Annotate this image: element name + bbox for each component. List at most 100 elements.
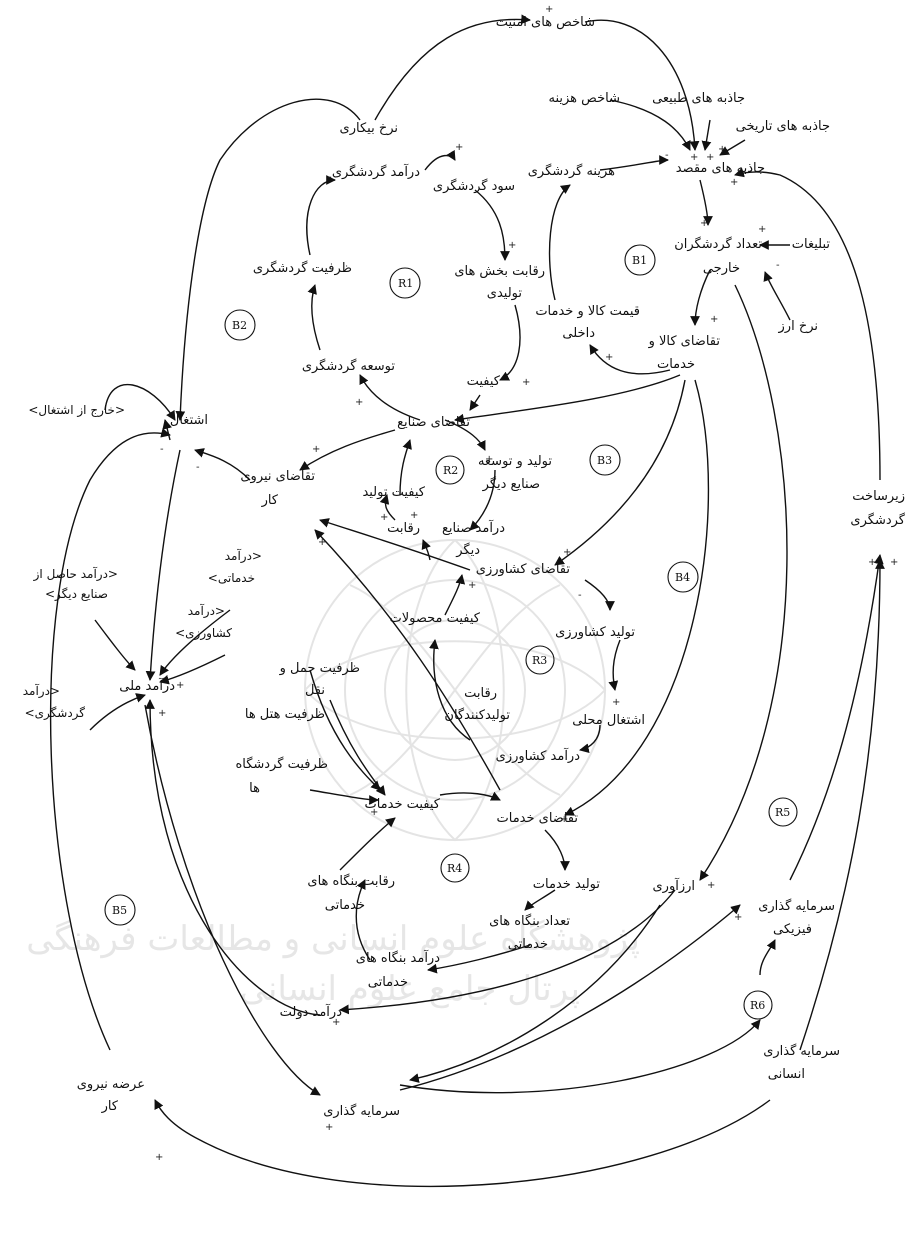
loop-r4: R4 [440, 853, 470, 883]
node-other-income-ref-line2: صنایع دیگر> [45, 587, 108, 602]
node-service-firm-competition: رقابت بنگاه های [307, 873, 395, 889]
svg-text:R6: R6 [750, 999, 765, 1012]
sign-plus: + [612, 697, 620, 708]
node-cost-index: شاخص هزینه [549, 91, 621, 106]
node-tourism-income: درآمد گردشگری [332, 163, 420, 180]
node-industry-income: درآمد صنایع [442, 519, 505, 536]
node-tourist-site-capacity: ظرفیت گردشگاه [235, 756, 328, 772]
node-advertising: تبلیغات [792, 237, 831, 252]
loop-b1: B1 [624, 244, 656, 276]
node-foreign-tourists: تعداد گردشگران [674, 236, 762, 252]
node-other-income-ref: <درآمد حاصل از [33, 566, 118, 582]
svg-text:R5: R5 [775, 806, 790, 819]
node-industry-income-line2: دیگر [455, 542, 480, 558]
sign-plus: + [485, 454, 493, 465]
node-product-quality: کیفیت محصولات [389, 611, 480, 626]
node-service-firm-income: درآمد بنگاه های [356, 949, 440, 966]
node-service-firm-income-line2: خدماتی [368, 975, 408, 990]
sign-plus: + [410, 510, 418, 521]
svg-text:R4: R4 [447, 862, 462, 875]
svg-text:B5: B5 [112, 904, 127, 917]
node-tourism-cost: هزینه گردشگری [528, 163, 615, 179]
watermark-emblem [304, 539, 607, 842]
loop-r1: R1 [389, 267, 421, 299]
loop-r2: R2 [435, 455, 465, 485]
sign-plus: + [155, 1152, 163, 1163]
node-tourism-development: توسعه گردشگری [302, 358, 396, 374]
causal-links [49, 14, 885, 1188]
polarity-signs: + + + + - + - + + + + - + + + - + - - + … [155, 4, 898, 1163]
node-agri-demand: تقاضای کشاورزی [476, 562, 571, 577]
node-labor-supply: عرضه نیروی [77, 1077, 145, 1092]
sign-plus: + [158, 708, 166, 719]
sign-minus: - [328, 172, 332, 183]
sign-plus: + [176, 680, 184, 691]
node-transport-capacity: ظرفیت حمل و [279, 661, 360, 676]
loop-b2: B2 [224, 309, 256, 341]
node-producer-competition-line2: تولیدکنندگان [444, 707, 510, 723]
node-infrastructure: زیرساخت [852, 489, 905, 504]
node-agri-income-ref: <درآمد [188, 603, 225, 619]
node-national-income: درآمد ملی [119, 677, 175, 694]
node-production-quality: کیفیت تولید [362, 485, 425, 500]
sign-minus: - [196, 462, 200, 473]
node-tourism-income-ref-line2: گردشگری> [25, 706, 86, 721]
node-local-employment: اشتغال محلی [572, 713, 645, 728]
svg-text:R1: R1 [398, 277, 413, 290]
node-unemployment-rate: نرخ بیکاری [340, 121, 398, 136]
sign-plus: + [690, 152, 698, 163]
loop-markers: R1 R2 R3 R4 R5 R6 B1 B2 B3 B4 B5 [104, 244, 798, 1020]
sign-plus: + [318, 537, 326, 548]
node-domestic-price-line2: داخلی [562, 326, 595, 341]
node-human-investment: سرمایه گذاری [763, 1043, 840, 1059]
node-service-firm-count: تعداد بنگاه های [489, 913, 570, 929]
node-production-competition-line2: تولیدی [487, 286, 523, 301]
node-natural-features: جاذبه های طبیعی [652, 91, 745, 106]
node-tourism-profit: سود گردشگری [433, 178, 515, 194]
loop-b3: B3 [589, 444, 621, 476]
watermark-line-2: پرتال جامع علوم انسانی [240, 969, 580, 1009]
node-tourist-site-capacity-line2: ها [249, 781, 260, 796]
node-employment: اشتغال [170, 413, 208, 428]
sign-plus: + [560, 814, 568, 825]
svg-text:B1: B1 [632, 254, 647, 267]
node-service-income-ref-line2: خدماتی> [208, 571, 255, 585]
node-rd: تولید و توسعه [478, 454, 552, 469]
node-service-demand: تقاضای خدمات [497, 811, 579, 826]
node-outside-employment: <خارج از اشتغال> [28, 403, 125, 418]
sign-plus: + [706, 152, 714, 163]
node-quality: کیفیت [467, 374, 501, 389]
node-destination-attraction: جاذبه های مقصد [676, 161, 765, 176]
node-historical-features: جاذبه های تاریخی [736, 119, 830, 134]
sign-minus: - [665, 150, 669, 161]
svg-text:B4: B4 [675, 571, 690, 584]
node-infrastructure-line2: گردشگری [850, 512, 905, 528]
node-exchange-rate: نرخ ارز [778, 319, 818, 334]
sign-minus: - [160, 444, 164, 455]
sign-plus: + [707, 880, 715, 891]
node-foreign-exchange: ارزآوری [652, 877, 695, 894]
sign-plus: + [370, 807, 378, 818]
node-competition: رقابت [387, 521, 420, 536]
sign-plus: + [508, 240, 516, 251]
node-labor-supply-line2: کار [101, 1099, 119, 1114]
loop-b5: B5 [104, 894, 136, 926]
sign-plus: + [758, 224, 766, 235]
node-service-quality: کیفیت خدمات [364, 797, 440, 812]
node-physical-investment-line2: فیزیکی [773, 922, 812, 937]
sign-plus: + [468, 580, 476, 591]
sign-plus: + [455, 142, 463, 153]
node-agri-production: تولید کشاورزی [555, 625, 635, 640]
sign-plus: + [545, 4, 553, 15]
node-service-firm-competition-line2: خدماتی [325, 898, 365, 913]
node-production-competition: رقابت بخش های [454, 264, 545, 279]
node-service-production: تولید خدمات [533, 877, 601, 892]
sign-minus: - [578, 590, 582, 601]
sign-plus: + [868, 557, 876, 568]
watermark-line-1: پژوهشگاه علوم انسانی و مطالعات فرهنگی [26, 919, 640, 959]
svg-text:R3: R3 [532, 654, 547, 667]
node-investment: سرمایه گذاری [323, 1103, 400, 1119]
node-service-income-ref: <درآمد [225, 548, 262, 564]
loop-r3: R3 [525, 645, 555, 675]
